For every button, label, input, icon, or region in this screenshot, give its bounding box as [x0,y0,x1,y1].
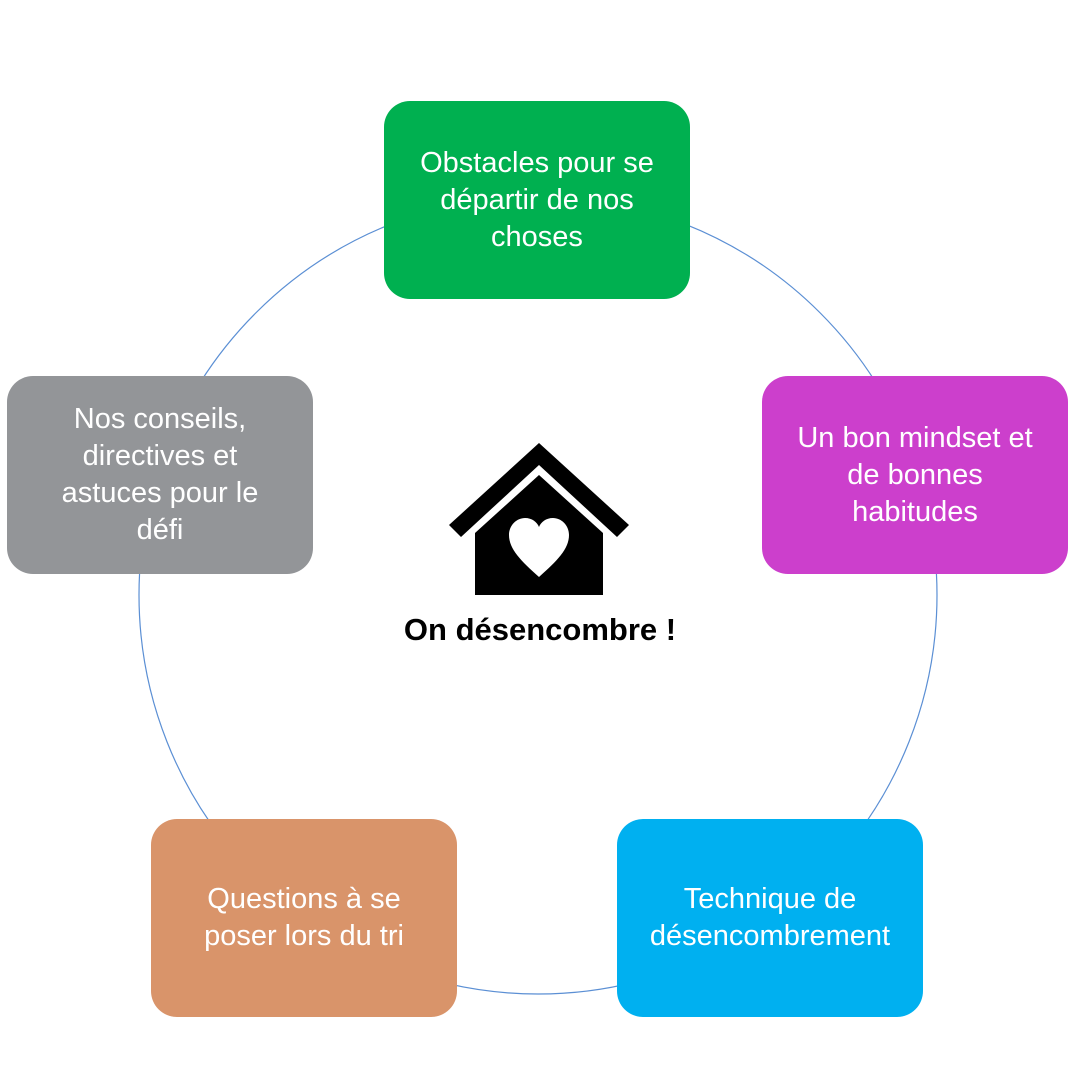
node-conseils-label: Nos conseils, directives et astuces pour… [61,403,259,546]
node-conseils: Nos conseils, directives et astuces pour… [7,376,313,574]
roof-icon [449,443,629,537]
house-heart-icon [449,443,629,595]
node-questions: Questions à se poser lors du tri [151,819,457,1017]
node-technique-label: Technique de désencombrement [649,883,891,952]
node-obstacles: Obstacles pour se départir de nos choses [384,101,690,299]
center-title: On désencombre ! [403,612,677,647]
node-questions-label: Questions à se poser lors du tri [204,883,404,952]
heart-icon [509,518,569,577]
node-obstacles-label: Obstacles pour se départir de nos choses [420,146,654,253]
node-mindset-label: Un bon mindset et de bonnes habitudes [797,421,1033,528]
node-mindset: Un bon mindset et de bonnes habitudes [762,376,1068,574]
node-technique: Technique de désencombrement [617,819,923,1017]
